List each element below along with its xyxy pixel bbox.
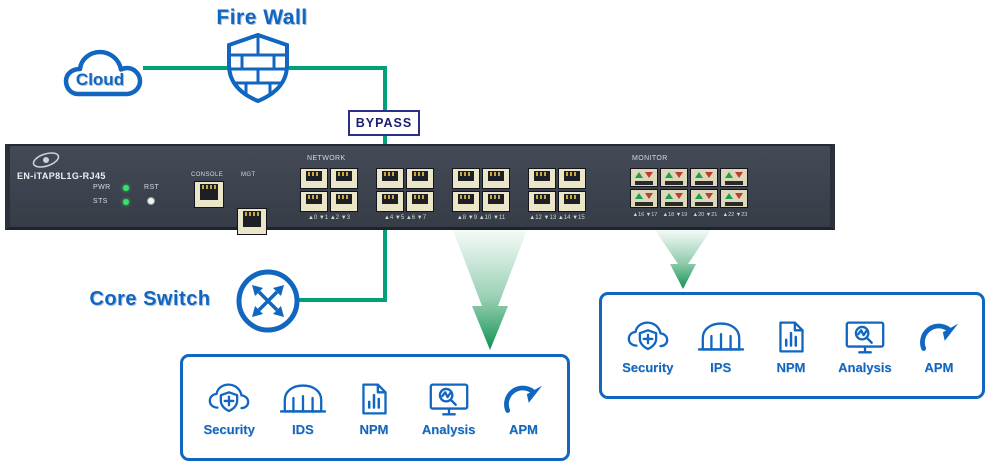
ids-icon bbox=[279, 383, 326, 413]
mgt-label: MGT bbox=[241, 172, 256, 178]
npm-icon bbox=[779, 320, 804, 353]
mgt-port bbox=[237, 208, 267, 235]
core-switch-icon bbox=[236, 269, 300, 333]
network-port-group: ▲12 ▼13 ▲14 ▼15 bbox=[528, 168, 586, 221]
tool-label: Security bbox=[622, 359, 674, 375]
network-section-label: NETWORK bbox=[307, 155, 346, 162]
tool-ids: IDS bbox=[279, 379, 326, 437]
sfp-port bbox=[630, 168, 658, 187]
rj45-port bbox=[452, 168, 480, 189]
tool-security: Security bbox=[204, 379, 255, 437]
tool-npm: NPM bbox=[351, 379, 397, 437]
device-model: EN-iTAP8L1G-RJ45 bbox=[17, 171, 106, 181]
sts-label: STS bbox=[93, 198, 108, 205]
network-port-group: ▲0 ▼1 ▲2 ▼3 bbox=[300, 168, 358, 221]
bypass-tools-panel: Security IDS NPM bbox=[180, 354, 570, 461]
sfp-port bbox=[660, 168, 688, 187]
core-switch-label: Core Switch bbox=[89, 288, 211, 310]
link-firewall-bypass bbox=[383, 66, 387, 112]
cloud-label: Cloud bbox=[75, 70, 125, 89]
bypass-label: BYPASS bbox=[355, 116, 413, 130]
rj45-port bbox=[376, 191, 404, 212]
monitor-tools-panel: Security IPS NPM bbox=[599, 292, 985, 399]
link-bypass-device bbox=[383, 134, 387, 148]
monitor-section-label: MONITOR bbox=[632, 155, 668, 162]
tool-apm: APM bbox=[916, 317, 962, 375]
apm-icon bbox=[504, 385, 543, 413]
tap-device: EN-iTAP8L1G-RJ45 PWR RST STS CONSOLE MGT… bbox=[5, 144, 835, 235]
rst-label: RST bbox=[144, 184, 160, 191]
analysis-icon bbox=[429, 382, 469, 415]
console-label: CONSOLE bbox=[191, 172, 224, 178]
reset-button[interactable] bbox=[147, 197, 155, 205]
tool-label: Security bbox=[203, 421, 255, 437]
tool-label: APM bbox=[924, 359, 954, 375]
pwr-led bbox=[123, 185, 129, 191]
rj45-port bbox=[330, 191, 358, 212]
tool-npm: NPM bbox=[768, 317, 814, 375]
monitor-port-numbers: ▲16 ▼17 ▲18 ▼19 ▲20 ▼21 ▲22 ▼23 bbox=[632, 212, 748, 218]
rj45-port bbox=[300, 168, 328, 189]
rj45-port bbox=[528, 191, 556, 212]
rj45-port bbox=[558, 191, 586, 212]
rj45-port bbox=[482, 168, 510, 189]
rj45-port bbox=[376, 168, 404, 189]
apm-icon bbox=[919, 323, 959, 351]
flow-arrow-to-bypass-tools bbox=[453, 230, 527, 350]
rj45-port bbox=[406, 168, 434, 189]
rj45-port bbox=[452, 191, 480, 212]
sfp-port bbox=[630, 189, 658, 208]
tool-analysis: Analysis bbox=[422, 379, 475, 437]
rj45-port bbox=[558, 168, 586, 189]
port-numbers: ▲12 ▼13 ▲14 ▼15 bbox=[529, 215, 585, 221]
tool-apm: APM bbox=[500, 379, 546, 437]
link-device-down bbox=[383, 229, 387, 302]
rj45-port bbox=[482, 191, 510, 212]
tool-ips: IPS bbox=[697, 317, 744, 375]
network-port-group: ▲4 ▼5 ▲6 ▼7 bbox=[376, 168, 434, 221]
ips-icon bbox=[697, 321, 744, 351]
network-port-group: ▲8 ▼9 ▲10 ▼11 bbox=[452, 168, 510, 221]
brand-logo-icon bbox=[32, 152, 60, 168]
firewall-label: Fire Wall bbox=[216, 6, 308, 29]
tool-label: IDS bbox=[292, 421, 314, 437]
bypass-badge: BYPASS bbox=[348, 110, 420, 136]
link-core-switch bbox=[297, 298, 387, 302]
tool-label: Analysis bbox=[421, 421, 476, 437]
port-numbers: ▲8 ▼9 ▲10 ▼11 bbox=[456, 215, 506, 221]
network-port-bay: ▲0 ▼1 ▲2 ▼3 ▲4 ▼5 ▲6 ▼7 ▲8 ▼9 ▲10 ▼11 bbox=[300, 168, 586, 221]
sfp-port bbox=[720, 168, 748, 187]
sfp-port bbox=[690, 189, 718, 208]
pwr-label: PWR bbox=[93, 184, 111, 191]
firewall-shield-icon bbox=[227, 32, 289, 104]
port-numbers: ▲4 ▼5 ▲6 ▼7 bbox=[383, 215, 427, 221]
sfp-port bbox=[660, 189, 688, 208]
flow-arrow-to-monitor-tools bbox=[655, 230, 711, 289]
sfp-port bbox=[690, 168, 718, 187]
tool-label: NPM bbox=[776, 359, 806, 375]
rj45-port bbox=[330, 168, 358, 189]
port-numbers: ▲0 ▼1 ▲2 ▼3 bbox=[307, 215, 351, 221]
console-port bbox=[194, 181, 224, 208]
security-icon bbox=[627, 320, 669, 350]
monitor-port-bay bbox=[630, 168, 748, 208]
tool-label: IPS bbox=[710, 359, 732, 375]
cloud-icon bbox=[63, 49, 143, 97]
tool-label: Analysis bbox=[838, 359, 892, 375]
sfp-port bbox=[720, 189, 748, 208]
rj45-port bbox=[300, 191, 328, 212]
tool-label: APM bbox=[508, 421, 538, 437]
rj45-port bbox=[528, 168, 556, 189]
rj45-port bbox=[406, 191, 434, 212]
tool-security: Security bbox=[622, 317, 673, 375]
tool-analysis: Analysis bbox=[838, 317, 892, 375]
cloud-node: Cloud bbox=[52, 40, 148, 106]
tool-label: NPM bbox=[359, 421, 389, 437]
security-icon bbox=[208, 382, 250, 412]
npm-icon bbox=[362, 382, 387, 415]
sts-led bbox=[123, 199, 129, 205]
analysis-icon bbox=[845, 320, 885, 353]
